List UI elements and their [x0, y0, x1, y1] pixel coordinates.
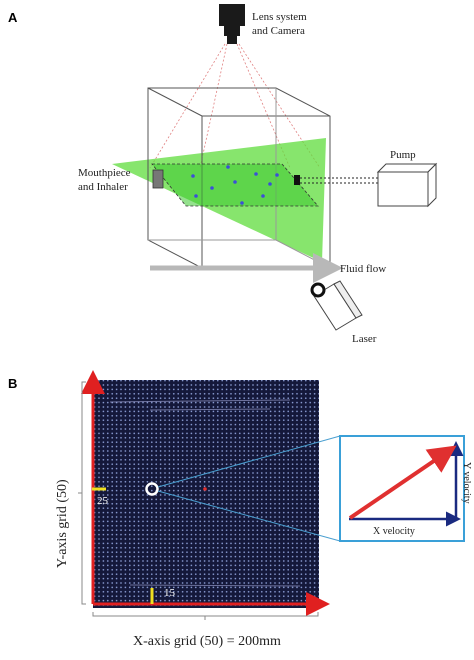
pump-icon: [376, 162, 438, 208]
inset-y-label: Y velocity: [461, 462, 472, 504]
panel-a-label: A: [8, 10, 18, 25]
center-point-icon: [203, 487, 207, 491]
velocity-vector: [348, 445, 457, 520]
panel-b: B 25 15 X velocity Y velocity: [8, 370, 472, 649]
grid-image-artifacts: [109, 399, 301, 587]
inhaler-icon: [152, 169, 164, 189]
inset-x-label: X velocity: [373, 526, 415, 537]
camera-icon: [219, 4, 245, 44]
mouthpiece-label-line1: Mouthpiece: [78, 167, 131, 179]
x-marker-value: 15: [164, 587, 176, 599]
inlet-ring-icon: [145, 482, 159, 496]
mouthpiece-label-line2: and Inhaler: [78, 181, 128, 193]
x-bracket: [92, 612, 319, 620]
pump-tube: [300, 177, 382, 184]
zoom-guide-lines: [157, 435, 341, 542]
fluid-flow-label: Fluid flow: [340, 263, 386, 275]
y-marker-value: 25: [97, 495, 109, 507]
tracer-particles: [191, 165, 279, 205]
y-axis-title: Y-axis grid (50): [55, 479, 70, 568]
y-bracket: [78, 381, 86, 605]
camera-label-line1: Lens system: [252, 11, 307, 23]
pump-label: Pump: [390, 149, 416, 161]
laser-label: Laser: [352, 333, 377, 345]
panel-b-label: B: [8, 376, 17, 391]
x-axis-title: X-axis grid (50) = 200mm: [133, 634, 281, 649]
outlet-port: [294, 175, 300, 185]
panel-a: A Lens system and Camera: [8, 4, 438, 345]
camera-label-line2: and Camera: [252, 25, 305, 37]
laser-icon: [310, 280, 363, 331]
piv-grid-image: [93, 380, 319, 608]
